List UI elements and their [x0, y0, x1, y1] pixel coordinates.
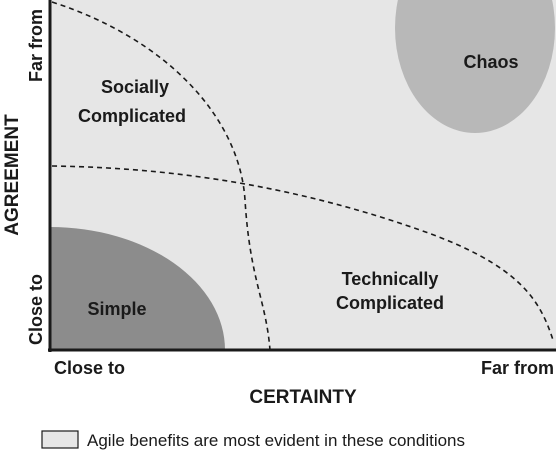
y-axis-title: AGREEMENT	[2, 114, 23, 236]
technically-complicated-label-line1: Technically	[342, 269, 439, 289]
y-axis-high-label: Far from	[26, 9, 46, 82]
chaos-region	[395, 0, 555, 133]
socially-complicated-label-line2: Complicated	[78, 106, 186, 126]
x-axis-title: CERTAINTY	[249, 387, 357, 408]
y-axis-low-label: Close to	[26, 274, 46, 345]
x-axis-low-label: Close to	[54, 358, 125, 378]
chaos-label: Chaos	[463, 52, 518, 72]
boundary-curve-horizontal	[51, 165, 554, 341]
socially-complicated-label-line1: Socially	[101, 77, 169, 97]
simple-label: Simple	[87, 299, 146, 319]
boundary-curve-vertical	[51, 1, 271, 350]
x-axis-high-label: Far from	[481, 358, 554, 378]
legend-text: Agile benefits are most evident in these…	[87, 431, 465, 450]
legend-swatch	[41, 430, 79, 449]
simple-region	[50, 227, 225, 350]
technically-complicated-label-line2: Complicated	[336, 293, 444, 313]
